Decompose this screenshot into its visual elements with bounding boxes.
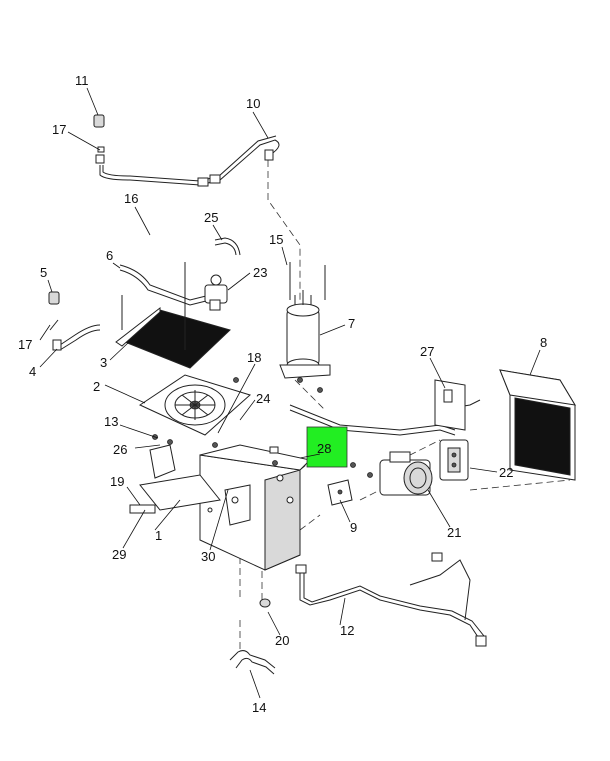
callout-6[interactable]: 6 [106, 248, 113, 263]
fasteners [121, 262, 373, 478]
condenser [115, 306, 231, 369]
valve [204, 274, 228, 311]
callout-4[interactable]: 4 [29, 364, 36, 379]
callout-24[interactable]: 24 [256, 391, 270, 406]
bracket [434, 379, 466, 431]
callout-28[interactable]: 28 [317, 441, 331, 456]
callout-20[interactable]: 20 [275, 633, 289, 648]
receiver-drier [279, 265, 331, 379]
ac-lines [52, 114, 487, 675]
callout-7[interactable]: 7 [348, 316, 355, 331]
callout-16[interactable]: 16 [124, 191, 138, 206]
small-bracket [327, 479, 353, 506]
callout-13[interactable]: 13 [104, 414, 118, 429]
callout-8[interactable]: 8 [540, 335, 547, 350]
callout-labels: 11 17 10 16 25 15 6 5 23 7 8 17 27 3 18 … [18, 73, 547, 715]
leader-lines [39, 87, 541, 699]
callout-15[interactable]: 15 [269, 232, 283, 247]
callout-10[interactable]: 10 [246, 96, 260, 111]
callout-22[interactable]: 22 [499, 465, 513, 480]
callout-26[interactable]: 26 [113, 442, 127, 457]
grille-screen [499, 369, 576, 481]
callout-19[interactable]: 19 [110, 474, 124, 489]
callout-3[interactable]: 3 [100, 355, 107, 370]
highlighted-part-box[interactable] [306, 426, 348, 468]
callout-14[interactable]: 14 [252, 700, 266, 715]
small-fittings [48, 146, 105, 331]
callout-23[interactable]: 23 [253, 265, 267, 280]
callout-21[interactable]: 21 [447, 525, 461, 540]
callout-2[interactable]: 2 [93, 379, 100, 394]
callout-29[interactable]: 29 [112, 547, 126, 562]
callout-17-top[interactable]: 17 [52, 122, 66, 137]
callout-25[interactable]: 25 [204, 210, 218, 225]
module [439, 439, 469, 481]
callout-18[interactable]: 18 [247, 350, 261, 365]
callout-9[interactable]: 9 [350, 520, 357, 535]
callout-1[interactable]: 1 [155, 528, 162, 543]
callout-12[interactable]: 12 [340, 623, 354, 638]
grommet [259, 598, 271, 608]
callout-5[interactable]: 5 [40, 265, 47, 280]
callout-30[interactable]: 30 [201, 549, 215, 564]
callout-17-left[interactable]: 17 [18, 337, 32, 352]
callout-27[interactable]: 27 [420, 344, 434, 359]
support-frame [129, 444, 312, 571]
compressor [379, 451, 433, 496]
callout-11[interactable]: 11 [75, 73, 89, 88]
fan-shroud [138, 374, 251, 436]
